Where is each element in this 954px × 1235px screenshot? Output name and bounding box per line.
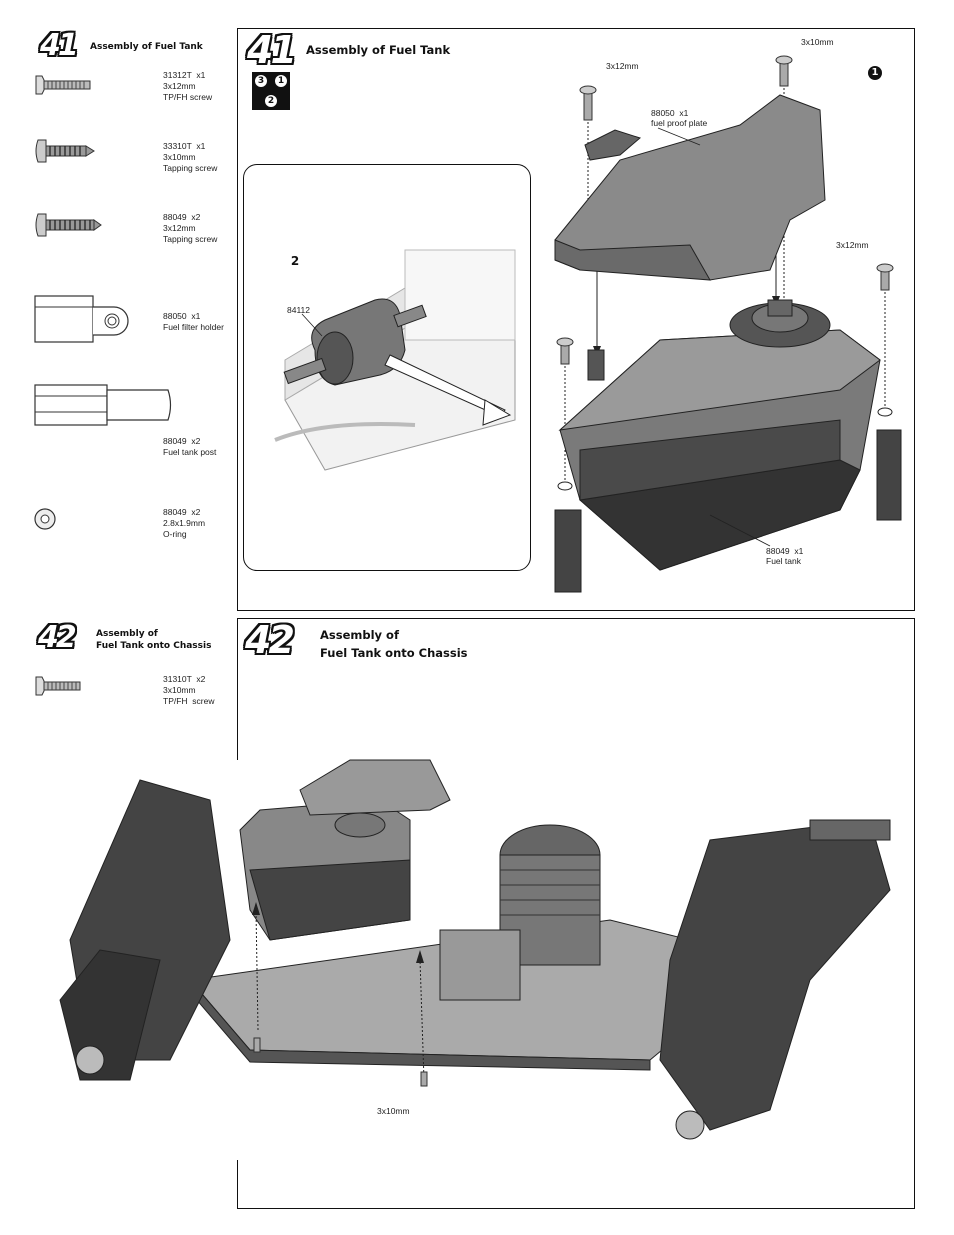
part-size: 2.8x1.9mm: [163, 518, 206, 528]
part-name: Fuel filter holder: [163, 322, 224, 332]
part-name: Tapping screw: [163, 234, 218, 244]
flat-head-screw-icon: [35, 75, 91, 95]
part-name: Fuel tank post: [163, 447, 217, 457]
chassis-screw-callout: 3x10mm: [377, 1106, 410, 1116]
fuel-tank-post-icon: [34, 384, 172, 426]
o-ring-icon: [34, 508, 56, 530]
flat-head-screw-icon: [35, 676, 81, 696]
part-name: O-ring: [163, 529, 187, 539]
part-code: 88049 x2: [163, 212, 201, 222]
part-code: 88049 x2: [163, 436, 201, 446]
screw-callout-3x12-left: 3x12mm: [606, 61, 639, 71]
step-42-title-line1: Assembly of: [320, 628, 399, 642]
step-41-frame: [237, 28, 915, 611]
inset-step-number: 2: [290, 254, 300, 268]
step-41-title-small: Assembly of Fuel Tank: [90, 42, 203, 52]
step-42-title-small-line1: Assembly of: [96, 629, 158, 639]
tapping-screw-icon: [35, 213, 102, 237]
callout-line: [301, 313, 323, 337]
step-42-badge: 42: [245, 618, 295, 662]
inset-detail-frame: [243, 164, 531, 571]
part-code: 33310T x1: [163, 141, 206, 151]
fuel-filter-part-label: 84112: [287, 305, 311, 315]
chassis-illustration: [50, 759, 891, 1160]
tapping-screw-icon: [35, 139, 95, 163]
step-42-badge-small: 42: [38, 620, 77, 655]
step-42-title-small-line2: Fuel Tank onto Chassis: [96, 641, 212, 651]
sequence-step: 2: [265, 95, 277, 107]
part-code: 88049 x2: [163, 507, 201, 517]
fuel-proof-plate-callout: 88050 x1 fuel proof plate: [651, 108, 708, 128]
fuel-filter-holder-icon: [34, 295, 129, 343]
fuel-tank-callout: 88049 x1 Fuel tank: [766, 546, 804, 566]
part-name: Tapping screw: [163, 163, 218, 173]
fuel-tank-illustration: [554, 55, 902, 593]
part-code: 31312T x1: [163, 70, 206, 80]
screw-callout-3x10: 3x10mm: [801, 37, 834, 47]
part-size: 3x10mm: [163, 152, 196, 162]
step-41-badge-small: 41: [40, 28, 79, 63]
part-name: TP/FH screw: [163, 696, 215, 706]
sequence-step: 3: [255, 75, 267, 87]
fuel-filter-illustration: [274, 249, 516, 471]
screw-callout-3x12-right: 3x12mm: [836, 240, 869, 250]
sequence-step: 1: [275, 75, 287, 87]
part-size: 3x12mm: [163, 81, 196, 91]
main-step-number: 1: [868, 66, 882, 80]
step-42-title-line2: Fuel Tank onto Chassis: [320, 646, 468, 660]
step-41-badge: 41: [247, 28, 297, 72]
part-code: 88050 x1: [163, 311, 201, 321]
part-code: 31310T x2: [163, 674, 206, 684]
part-name: TP/FH screw: [163, 92, 213, 102]
step-41-title: Assembly of Fuel Tank: [306, 43, 451, 57]
part-size: 3x10mm: [163, 685, 196, 695]
assembly-sequence-badge: 3 1 2: [252, 72, 290, 110]
part-size: 3x12mm: [163, 223, 196, 233]
